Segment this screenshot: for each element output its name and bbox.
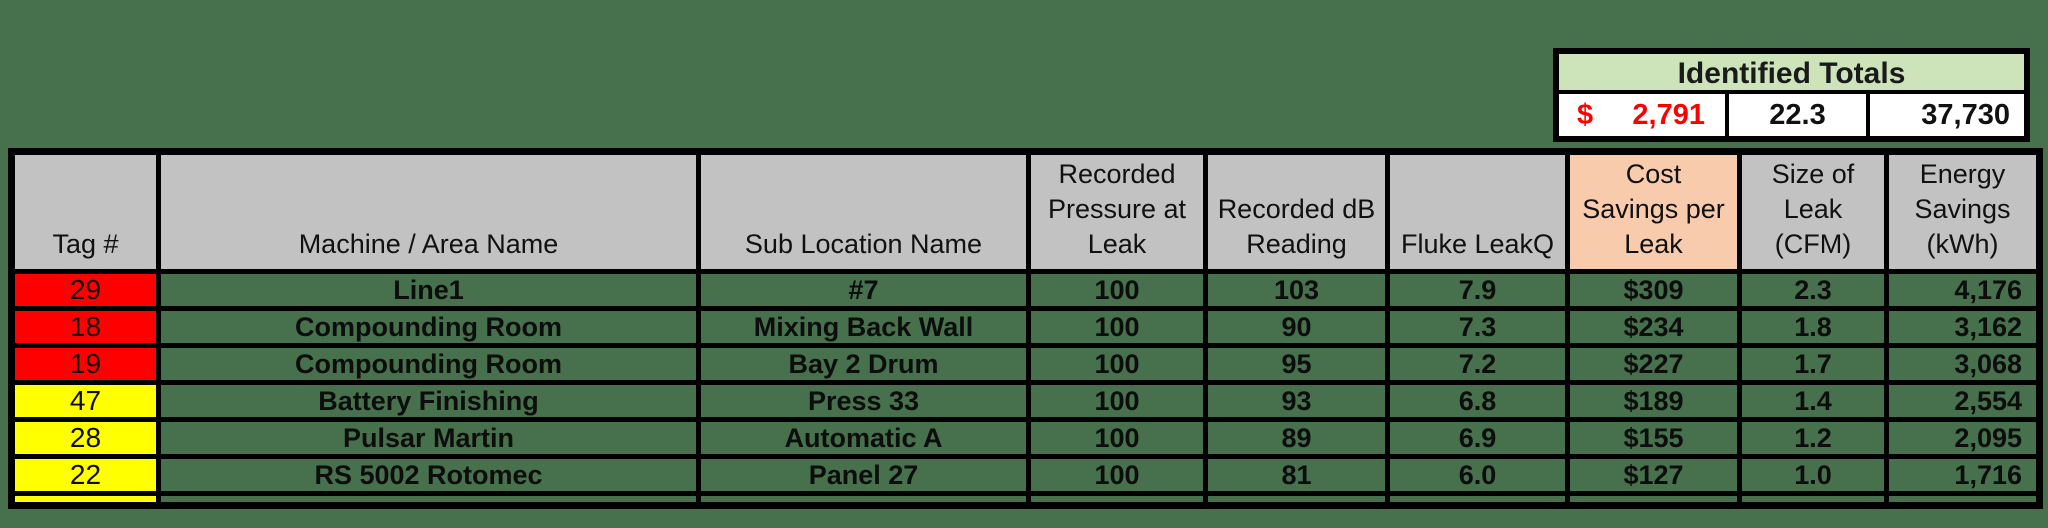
identified-totals-title: Identified Totals bbox=[1559, 54, 2024, 94]
cost-cell[interactable]: $309 bbox=[1565, 269, 1742, 311]
size-cfm-cell[interactable] bbox=[1737, 491, 1889, 508]
db-cell[interactable]: 103 bbox=[1203, 269, 1390, 311]
energy-kwh-cell[interactable]: 4,176 bbox=[1884, 269, 2042, 311]
leakq-cell[interactable]: 6.8 bbox=[1385, 380, 1570, 422]
tag-cell[interactable] bbox=[9, 491, 161, 508]
energy-kwh-cell[interactable]: 3,162 bbox=[1884, 306, 2042, 348]
cost-cell[interactable]: $189 bbox=[1565, 380, 1742, 422]
size-cfm-cell[interactable]: 2.3 bbox=[1737, 269, 1889, 311]
table-row: 18 Compounding Room Mixing Back Wall 100… bbox=[9, 306, 2042, 348]
leakq-cell[interactable] bbox=[1385, 491, 1570, 508]
col-header-pressure[interactable]: Recorded Pressure at Leak bbox=[1026, 149, 1208, 274]
table-row: 28 Pulsar Martin Automatic A 100 89 6.9 … bbox=[9, 417, 2042, 459]
size-cfm-cell[interactable]: 1.4 bbox=[1737, 380, 1889, 422]
size-cfm-cell[interactable]: 1.7 bbox=[1737, 343, 1889, 385]
pressure-cell[interactable]: 100 bbox=[1026, 454, 1208, 496]
col-header-sub-location[interactable]: Sub Location Name bbox=[696, 149, 1031, 274]
cost-cell[interactable]: $127 bbox=[1565, 454, 1742, 496]
size-cfm-cell[interactable]: 1.2 bbox=[1737, 417, 1889, 459]
energy-kwh-cell[interactable]: 3,068 bbox=[1884, 343, 2042, 385]
col-header-machine[interactable]: Machine / Area Name bbox=[156, 149, 701, 274]
leakq-cell[interactable]: 7.2 bbox=[1385, 343, 1570, 385]
sub-location-cell[interactable] bbox=[696, 491, 1031, 508]
col-header-leakq[interactable]: Fluke LeakQ bbox=[1385, 149, 1570, 274]
energy-kwh-cell[interactable]: 2,095 bbox=[1884, 417, 2042, 459]
sub-location-cell[interactable]: #7 bbox=[696, 269, 1031, 311]
leakq-cell[interactable]: 7.3 bbox=[1385, 306, 1570, 348]
sub-location-cell[interactable]: Bay 2 Drum bbox=[696, 343, 1031, 385]
tag-cell[interactable]: 29 bbox=[9, 269, 161, 311]
tag-cell[interactable]: 22 bbox=[9, 454, 161, 496]
db-cell[interactable]: 93 bbox=[1203, 380, 1390, 422]
total-cfm-cell[interactable]: 22.3 bbox=[1725, 94, 1866, 136]
size-cfm-cell[interactable]: 1.0 bbox=[1737, 454, 1889, 496]
sub-location-cell[interactable]: Panel 27 bbox=[696, 454, 1031, 496]
pressure-cell[interactable]: 100 bbox=[1026, 417, 1208, 459]
identified-totals-values: $ 2,791 22.3 37,730 bbox=[1559, 94, 2024, 136]
pressure-cell[interactable]: 100 bbox=[1026, 380, 1208, 422]
col-header-energy-kwh[interactable]: Energy Savings (kWh) bbox=[1884, 149, 2042, 274]
machine-cell[interactable]: Line1 bbox=[156, 269, 701, 311]
machine-cell[interactable]: RS 5002 Rotomec bbox=[156, 454, 701, 496]
db-cell[interactable] bbox=[1203, 491, 1390, 508]
leakq-cell[interactable]: 6.9 bbox=[1385, 417, 1570, 459]
machine-cell[interactable]: Battery Finishing bbox=[156, 380, 701, 422]
tag-cell[interactable]: 19 bbox=[9, 343, 161, 385]
table-row: 29 Line1 #7 100 103 7.9 $309 2.3 4,176 bbox=[9, 269, 2042, 311]
leak-data-table: Tag # Machine / Area Name Sub Location N… bbox=[8, 148, 2043, 509]
energy-kwh-cell[interactable] bbox=[1884, 491, 2042, 508]
machine-cell[interactable]: Compounding Room bbox=[156, 343, 701, 385]
col-header-cost[interactable]: Cost Savings per Leak bbox=[1565, 149, 1742, 274]
leakq-cell[interactable]: 7.9 bbox=[1385, 269, 1570, 311]
pressure-cell[interactable] bbox=[1026, 491, 1208, 508]
db-cell[interactable]: 95 bbox=[1203, 343, 1390, 385]
db-cell[interactable]: 81 bbox=[1203, 454, 1390, 496]
total-cost-savings-cell[interactable]: $ 2,791 bbox=[1559, 94, 1725, 136]
pressure-cell[interactable]: 100 bbox=[1026, 343, 1208, 385]
col-header-tag[interactable]: Tag # bbox=[9, 149, 161, 274]
energy-kwh-cell[interactable]: 1,716 bbox=[1884, 454, 2042, 496]
col-header-db[interactable]: Recorded dB Reading bbox=[1203, 149, 1390, 274]
cost-cell[interactable]: $227 bbox=[1565, 343, 1742, 385]
db-cell[interactable]: 89 bbox=[1203, 417, 1390, 459]
tag-cell[interactable]: 28 bbox=[9, 417, 161, 459]
tag-cell[interactable]: 47 bbox=[9, 380, 161, 422]
header-row: Tag # Machine / Area Name Sub Location N… bbox=[9, 149, 2042, 274]
total-kwh-cell[interactable]: 37,730 bbox=[1866, 94, 2024, 136]
machine-cell[interactable] bbox=[156, 491, 701, 508]
table-row: 22 RS 5002 Rotomec Panel 27 100 81 6.0 $… bbox=[9, 454, 2042, 496]
pressure-cell[interactable]: 100 bbox=[1026, 306, 1208, 348]
table-row-partial bbox=[9, 491, 2042, 508]
tag-cell[interactable]: 18 bbox=[9, 306, 161, 348]
cost-cell[interactable]: $234 bbox=[1565, 306, 1742, 348]
machine-cell[interactable]: Compounding Room bbox=[156, 306, 701, 348]
identified-totals-box: Identified Totals $ 2,791 22.3 37,730 bbox=[1553, 48, 2030, 142]
db-cell[interactable]: 90 bbox=[1203, 306, 1390, 348]
leakq-cell[interactable]: 6.0 bbox=[1385, 454, 1570, 496]
cost-cell[interactable]: $155 bbox=[1565, 417, 1742, 459]
total-cost-value: 2,791 bbox=[1632, 98, 1705, 131]
sub-location-cell[interactable]: Automatic A bbox=[696, 417, 1031, 459]
size-cfm-cell[interactable]: 1.8 bbox=[1737, 306, 1889, 348]
pressure-cell[interactable]: 100 bbox=[1026, 269, 1208, 311]
table-row: 47 Battery Finishing Press 33 100 93 6.8… bbox=[9, 380, 2042, 422]
cost-cell[interactable] bbox=[1565, 491, 1742, 508]
sub-location-cell[interactable]: Mixing Back Wall bbox=[696, 306, 1031, 348]
table-row: 19 Compounding Room Bay 2 Drum 100 95 7.… bbox=[9, 343, 2042, 385]
col-header-size-cfm[interactable]: Size of Leak (CFM) bbox=[1737, 149, 1889, 274]
energy-kwh-cell[interactable]: 2,554 bbox=[1884, 380, 2042, 422]
currency-symbol: $ bbox=[1577, 98, 1594, 131]
sub-location-cell[interactable]: Press 33 bbox=[696, 380, 1031, 422]
machine-cell[interactable]: Pulsar Martin bbox=[156, 417, 701, 459]
